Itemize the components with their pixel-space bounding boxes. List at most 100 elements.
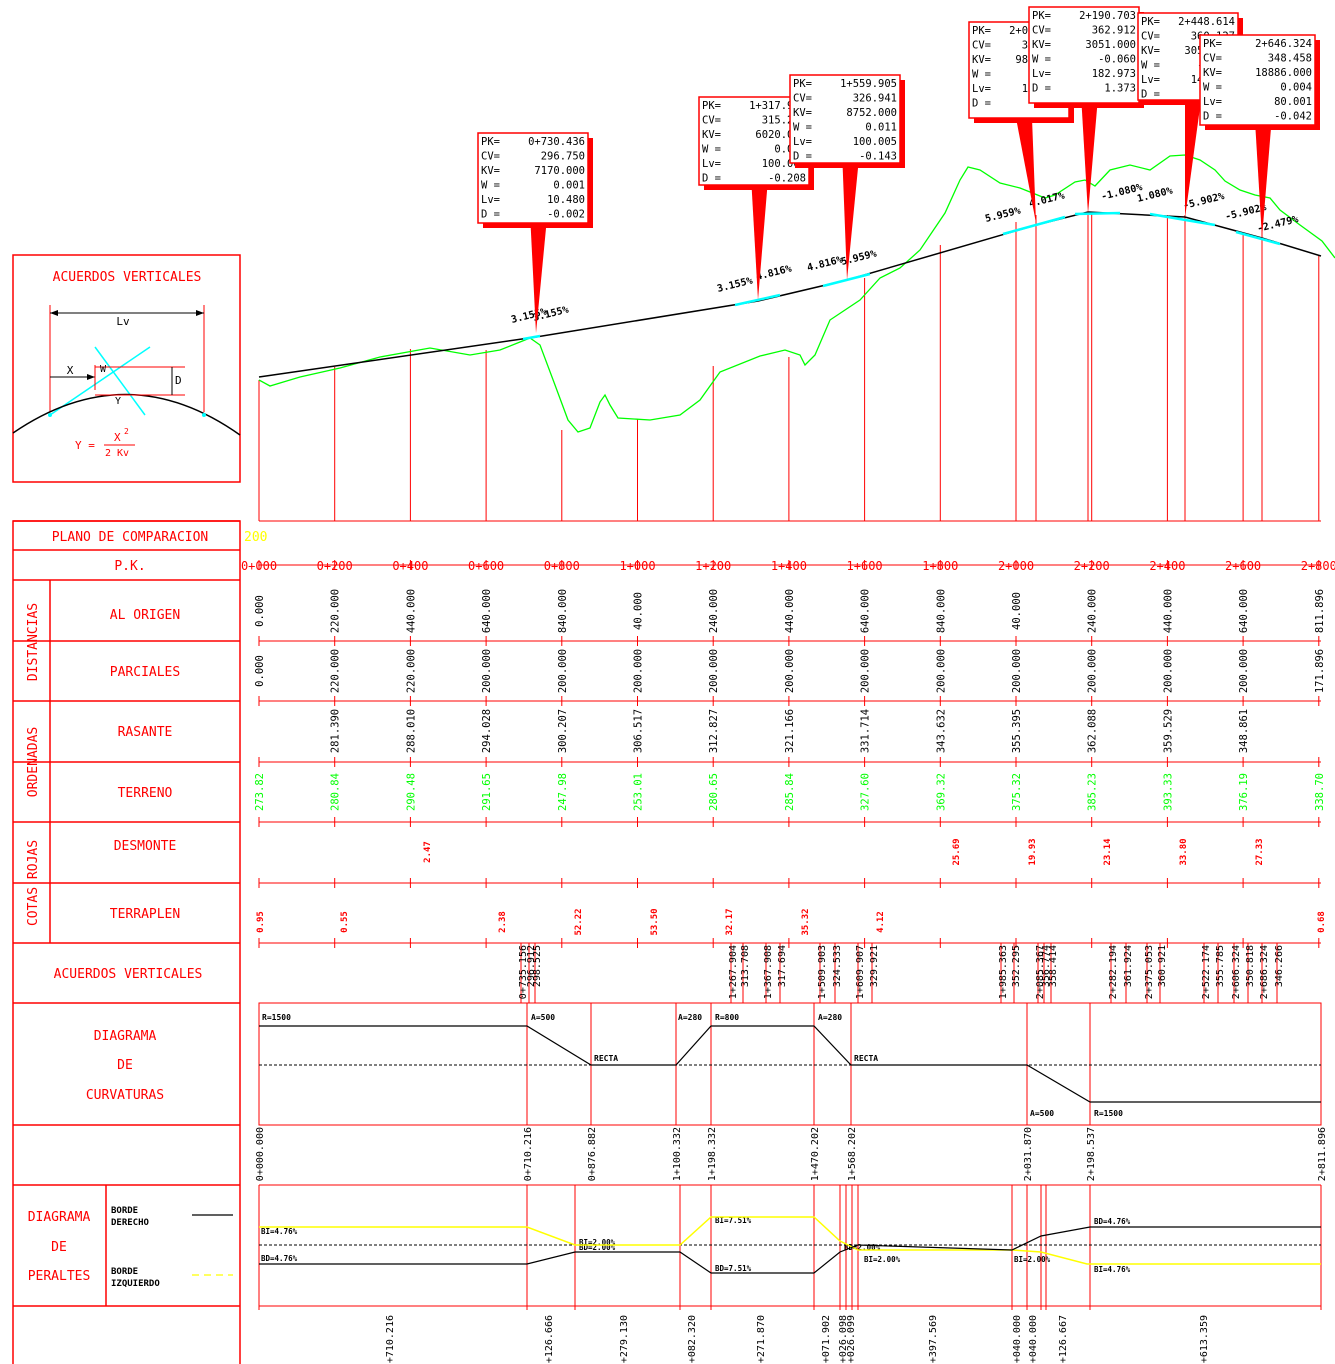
al-origen-value: 40.000: [633, 592, 645, 630]
vertical-curve-legend: ACUERDOS VERTICALES Lv X W D Y Y = X 2 2…: [12, 254, 241, 483]
pk-tick-label: 0+200: [317, 559, 353, 573]
callout-key: CV=: [1032, 25, 1051, 37]
grade-label: -5.902%: [1182, 191, 1226, 212]
callout-box: [477, 132, 589, 224]
al-origen-value: 0.000: [254, 595, 266, 627]
parciales-value: 220.000: [330, 649, 342, 693]
rasante-value: 281.390: [330, 709, 342, 753]
callout-key: PK=: [481, 136, 500, 148]
curvature-tag: RECTA: [854, 1054, 878, 1063]
station-verticals: [258, 212, 1321, 522]
acuerdo-value: 324.533: [832, 945, 843, 987]
callout-key: CV=: [481, 151, 500, 163]
al-origen-value: 840.000: [935, 589, 947, 633]
terraplen-value: 32.17: [725, 908, 735, 935]
legend-d-label: D: [175, 374, 182, 387]
acuerdo-value: 2+522.174: [1201, 945, 1212, 999]
peralte-length: +026.099: [846, 1315, 857, 1363]
plano-value: 200: [244, 530, 267, 545]
peralte-length: +126.666: [544, 1315, 555, 1363]
curvature-tag: R=1500: [1094, 1109, 1123, 1118]
curvature-pk: 2+811.896: [1317, 1127, 1328, 1181]
curvature-pk: 2+031.870: [1023, 1127, 1034, 1181]
callout-box: [1199, 34, 1316, 126]
rasante-value: 321.166: [784, 709, 796, 753]
curvature-pk: 0+876.882: [587, 1127, 598, 1181]
callout-key: D =: [1141, 89, 1160, 101]
rasante-value: 359.529: [1162, 709, 1174, 753]
grade-label: 3.155%: [716, 275, 754, 294]
terreno-value: 273.82: [254, 773, 266, 811]
callout-value: 182.973: [1092, 68, 1136, 80]
callout-key: Lv=: [702, 158, 721, 170]
curvature-pk: 1+470.202: [810, 1127, 821, 1181]
row-parciales: PARCIALES: [110, 665, 180, 680]
callout-value: 362.912: [1092, 25, 1136, 37]
terrain-line: [258, 154, 1335, 433]
legend-formula-lhs: Y =: [75, 439, 95, 452]
al-origen-value: 440.000: [1162, 589, 1174, 633]
pk-tick-label: 2+800: [1301, 559, 1335, 573]
acuerdo-value: 361.924: [1123, 945, 1134, 987]
curvature-diagram: [259, 1025, 1321, 1103]
peralte-tag: BI=2.00%: [1014, 1255, 1051, 1264]
legend-title: ACUERDOS VERTICALES: [53, 270, 202, 285]
callout-key: W =: [793, 122, 812, 134]
desmonte-value: 23.14: [1103, 838, 1113, 866]
al-origen-value: 640.000: [481, 589, 493, 633]
callout-value: 80.001: [1274, 96, 1312, 108]
pk-tick-label: 2+000: [998, 559, 1034, 573]
parciales-value: 200.000: [481, 649, 493, 693]
callout-key: KV=: [972, 54, 991, 66]
acuerdo-value: 352.295: [1011, 945, 1022, 987]
rasante-value: 348.861: [1238, 709, 1250, 753]
callout-value: 18886.000: [1255, 67, 1312, 79]
al-origen-value: 640.000: [860, 589, 872, 633]
callout-key: W =: [1203, 82, 1222, 94]
callout-key: Lv=: [972, 83, 991, 95]
peralte-length: +040.000: [1012, 1315, 1023, 1363]
callout-key: Lv=: [1141, 74, 1160, 86]
rasante-value: 343.632: [935, 709, 947, 753]
callout-value: 100.005: [853, 136, 897, 148]
al-origen-value: 240.000: [1087, 589, 1099, 633]
al-origen-value: 440.000: [784, 589, 796, 633]
curvature-tag: A=500: [1030, 1109, 1054, 1118]
parciales-value: 200.000: [708, 649, 720, 693]
grade-labels: 3.155%3.155%3.155%4.816%4.816%5.959%5.95…: [510, 182, 1300, 326]
terraplen-value: 2.38: [498, 911, 508, 933]
row-terraplen: TERRAPLEN: [110, 907, 180, 922]
pk-tick-label: 0+600: [468, 559, 504, 573]
peralte-tag: BD=4.76%: [1094, 1217, 1131, 1226]
terreno-value: 247.98: [557, 773, 569, 811]
legend-lv-label: Lv: [116, 315, 130, 328]
callout-key: D =: [1203, 111, 1222, 123]
peralte-length: +126.667: [1058, 1315, 1069, 1363]
legend-borde-derecho: BORDE: [111, 1206, 138, 1216]
curvature-tag: A=500: [531, 1013, 555, 1022]
callout-key: CV=: [1203, 53, 1222, 65]
acuerdo-value: 2+686.324: [1259, 945, 1270, 999]
callout-pointer: [1185, 100, 1201, 218]
terreno-value: 376.19: [1238, 773, 1250, 811]
rasante-value: 312.827: [708, 709, 720, 753]
callout-box: [789, 74, 901, 164]
desmonte-value: 27.33: [1255, 838, 1265, 865]
acuerdo-value: 358.414: [1048, 945, 1059, 987]
terreno-value: 369.32: [935, 773, 947, 811]
callout-key: W =: [702, 144, 721, 156]
pk-label: P.K.: [114, 559, 145, 574]
pk-tick-label: 1+200: [695, 559, 731, 573]
callout-key: CV=: [1141, 31, 1160, 43]
acuerdo-value: 356.774: [1041, 945, 1052, 987]
row-al-origen: AL ORIGEN: [110, 608, 180, 623]
terreno-value: 280.65: [708, 773, 720, 811]
peralte-length: +279.130: [619, 1315, 630, 1363]
callout-value: 326.941: [853, 93, 897, 105]
callout-value: 2+448.614: [1178, 16, 1235, 28]
callout-value: 296.750: [541, 151, 585, 163]
pk-tick-label: 2+600: [1225, 559, 1261, 573]
